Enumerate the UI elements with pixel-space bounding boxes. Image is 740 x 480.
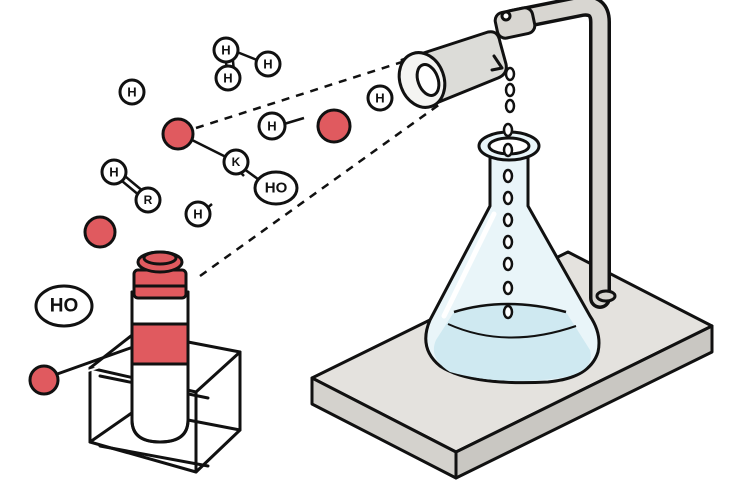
falling-drops (502, 122, 514, 320)
red-atoms (83, 108, 352, 249)
molecule-atoms: H H H H H H H R (34, 36, 394, 328)
rack-handle (28, 344, 141, 396)
svg-text:HO: HO (50, 296, 79, 317)
atom-ho-2: HO (34, 284, 94, 328)
svg-text:H: H (267, 119, 276, 134)
svg-text:H: H (375, 91, 384, 106)
atom-h-1: H (212, 36, 240, 64)
svg-text:H: H (221, 43, 230, 58)
svg-text:K: K (232, 155, 241, 169)
svg-text:HO: HO (265, 180, 288, 197)
atom-h-6: H (257, 111, 287, 141)
atom-h-4: H (118, 78, 146, 106)
beam-lines (195, 60, 441, 278)
atom-h-5: H (366, 84, 394, 112)
stand-rod (501, 0, 617, 309)
drip-drops (504, 66, 516, 114)
svg-text:H: H (109, 165, 118, 180)
svg-text:R: R (144, 193, 153, 207)
atom-ho-1: HO (253, 170, 299, 206)
atom-h-3: H (214, 64, 242, 92)
funnel (397, 6, 537, 109)
atom-h-7: H (100, 158, 128, 186)
svg-text:H: H (263, 57, 272, 72)
svg-text:H: H (223, 71, 232, 86)
svg-text:H: H (127, 85, 136, 100)
svg-text:H: H (193, 207, 202, 222)
atom-k: K (222, 148, 250, 176)
atom-h-8: H (184, 200, 212, 228)
atom-h-2: H (254, 50, 282, 78)
atom-r: R (134, 186, 162, 214)
test-tube (130, 250, 190, 444)
